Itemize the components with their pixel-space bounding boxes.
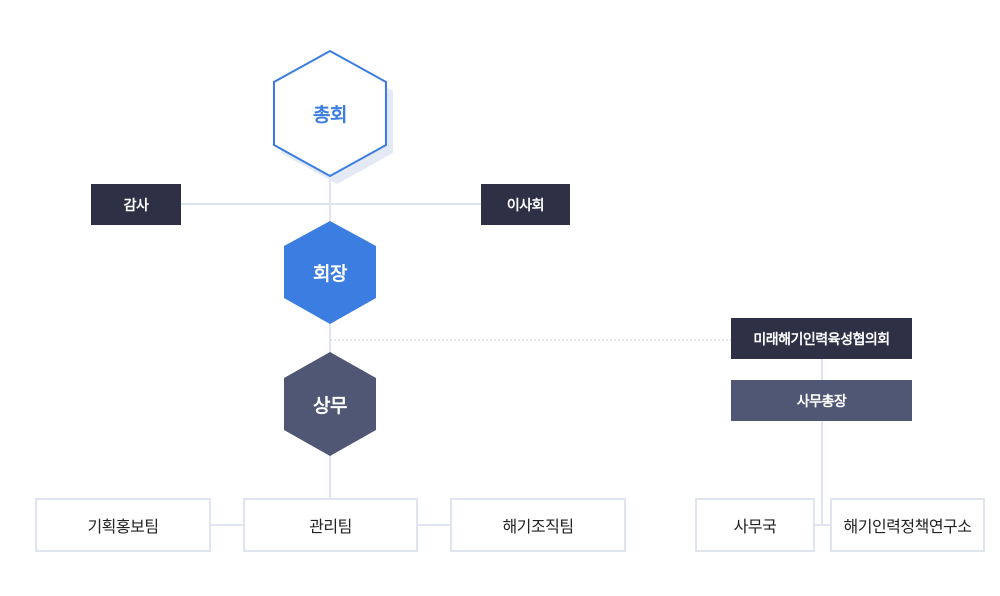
board-box: 이사회	[481, 184, 570, 225]
team-management-box: 관리팀	[243, 498, 418, 552]
auditor-box: 감사	[91, 184, 181, 225]
research-institute-box: 해기인력정책연구소	[830, 498, 985, 552]
executive-director-label: 상무	[313, 394, 347, 417]
chairman-hex	[284, 221, 376, 324]
general-assembly-hex	[273, 49, 387, 178]
general-assembly-label: 총회	[313, 104, 347, 126]
chairman-label: 회장	[313, 263, 347, 285]
secretariat-box: 사무국	[695, 498, 815, 552]
team-planning-pr-box: 기획홍보팀	[35, 498, 211, 552]
executive-director-hex	[284, 352, 376, 456]
secretary-general-box: 사무총장	[731, 380, 912, 421]
team-organization-box: 해기조직팀	[450, 498, 626, 552]
council-box: 미래해기인력육성협의회	[731, 318, 912, 359]
